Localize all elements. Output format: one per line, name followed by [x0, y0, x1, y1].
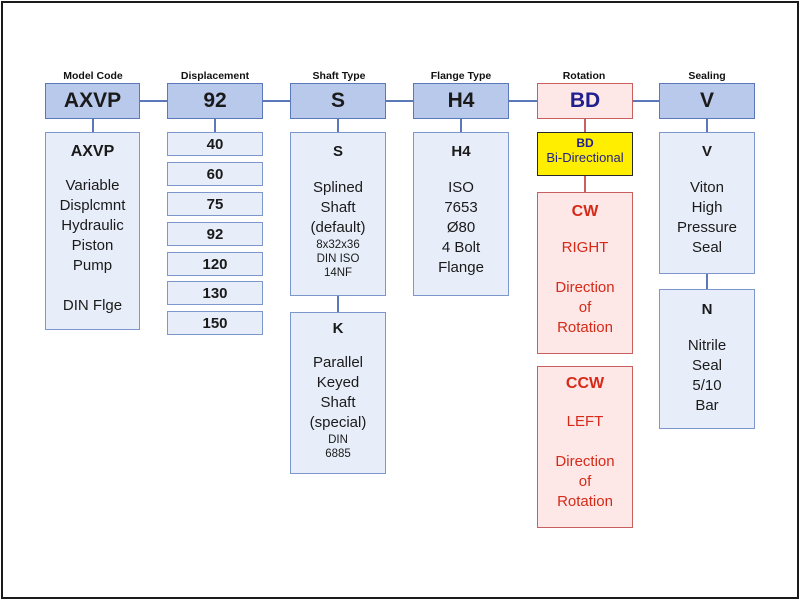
header-model-code: Model Code	[63, 70, 123, 82]
shaft-s-spec: 8x32x36 DIN ISO 14NF	[316, 239, 360, 279]
sealing-v-box: V Viton High Pressure Seal	[659, 132, 755, 274]
code-flange: H4	[413, 83, 509, 119]
rotation-ccw-direction: LEFT	[566, 413, 604, 430]
flange-h4-box: H4 ISO 7653 Ø80 4 Bolt Flange	[413, 132, 509, 296]
shaft-s-description: Splined Shaft (default)	[310, 179, 366, 236]
shaft-k-title: K	[332, 320, 344, 337]
shaft-s-box: S Splined Shaft (default) 8x32x36 DIN IS…	[290, 132, 386, 296]
connector-model	[92, 119, 94, 132]
rotation-bd-title: BD	[576, 136, 594, 150]
shaft-k-box: K Parallel Keyed Shaft (special) DIN 688…	[290, 312, 386, 474]
connector-displacement	[214, 119, 216, 132]
displacement-option-92: 92	[167, 222, 263, 246]
model-flange-note: DIN Flge	[62, 297, 123, 314]
displacement-option-150: 150	[167, 311, 263, 335]
code-sealing: V	[659, 83, 755, 119]
model-description-box: AXVP Variable Displcmnt Hydraulic Piston…	[45, 132, 140, 330]
displacement-option-75: 75	[167, 192, 263, 216]
sealing-v-title: V	[701, 143, 712, 160]
code-shaft: S	[290, 83, 386, 119]
model-description: Variable Displcmnt Hydraulic Piston Pump	[59, 177, 126, 274]
flange-h4-title: H4	[451, 143, 471, 160]
rotation-ccw-box: CCW LEFT Direction of Rotation	[537, 366, 633, 528]
shaft-k-description: Parallel Keyed Shaft (special)	[309, 354, 367, 431]
connector-flange	[460, 119, 462, 132]
code-displacement: 92	[167, 83, 263, 119]
rotation-ccw-title: CCW	[565, 375, 605, 392]
sealing-n-description: Nitrile Seal 5/10 Bar	[687, 337, 727, 414]
header-sealing: Sealing	[688, 70, 726, 82]
displacement-option-40: 40	[167, 132, 263, 156]
rotation-ccw-description: Direction of Rotation	[555, 453, 615, 510]
rotation-cw-direction: RIGHT	[561, 239, 609, 256]
rotation-cw-description: Direction of Rotation	[555, 279, 615, 336]
sealing-n-title: N	[701, 301, 713, 318]
flange-h4-description: ISO 7653 Ø80 4 Bolt Flange	[438, 179, 484, 276]
header-rotation: Rotation	[562, 70, 606, 82]
code-rotation: BD	[537, 83, 633, 119]
rotation-cw-box: CW RIGHT Direction of Rotation	[537, 192, 633, 354]
rotation-bd-box: BD Bi-Directional	[537, 132, 633, 176]
code-connector-line	[140, 100, 660, 102]
displacement-option-60: 60	[167, 162, 263, 186]
displacement-option-130: 130	[167, 281, 263, 305]
header-flange-type: Flange Type	[430, 70, 492, 82]
header-shaft-type: Shaft Type	[312, 70, 366, 82]
rotation-cw-title: CW	[571, 203, 599, 220]
shaft-k-spec: DIN 6885	[325, 434, 351, 460]
code-model: AXVP	[45, 83, 140, 119]
model-title: AXVP	[70, 143, 115, 160]
shaft-s-title: S	[332, 143, 343, 160]
header-displacement: Displacement	[180, 70, 250, 82]
sealing-v-description: Viton High Pressure Seal	[676, 179, 738, 256]
displacement-option-120: 120	[167, 252, 263, 276]
sealing-n-box: N Nitrile Seal 5/10 Bar	[659, 289, 755, 429]
rotation-bd-description: Bi-Directional	[546, 150, 624, 165]
